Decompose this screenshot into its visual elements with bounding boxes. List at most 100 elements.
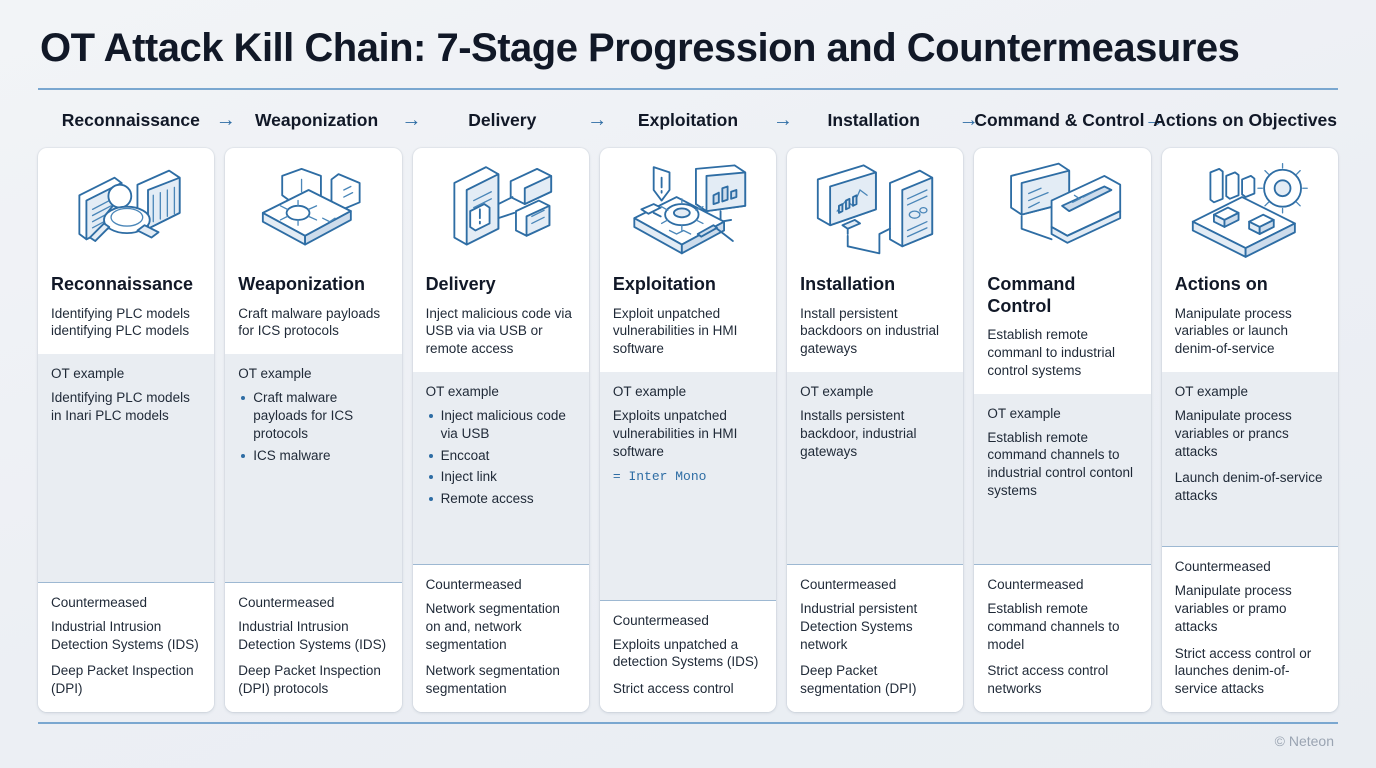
laptop-terminal-remote-icon [974,148,1150,268]
countermeasure-paragraph: Strict access control [612,681,734,697]
title-divider [38,88,1338,90]
card-description: Identifying PLC models identifying PLC m… [51,305,190,339]
factory-gear-process-icon [1162,148,1338,268]
card-description: Install persistent backdoors on industri… [800,305,939,357]
stage-header-5: Installation → [781,109,979,130]
example-bullet-item: Enccoat [428,447,576,465]
magnifier-plc-scan-icon [38,148,214,268]
countermeasure-paragraph: Establish remote command channels to mod… [987,600,1120,652]
countermeasure-paragraph: Strict access control networks [987,663,1109,697]
stage-header-strip: Reconnaissance→Weaponization→Delivery→Ex… [38,90,1338,148]
example-paragraph: Exploits unpatched vulnerabilities in HM… [612,408,738,459]
footer: © Neteon [38,724,1338,758]
stage-header-label: Delivery [468,109,537,130]
countermeasure-label: Countermeased [612,612,709,628]
mono-annotation: = Inter Mono [612,469,707,485]
example-label: OT example [51,366,125,382]
countermeasure-paragraph: Industrial Intrusion Detection Systems (… [51,618,199,652]
stage-header-3: Delivery → [409,109,607,130]
stage-header-label: Reconnaissance [61,109,200,130]
countermeasure-label: Countermeased [800,576,897,592]
stage-header-7: Actions on Objectives→ [1152,110,1338,130]
countermeasure-label: Countermeased [1174,559,1271,575]
stage-header-6: Command & Control→ [967,109,1164,130]
stage-header-label: Installation [827,109,920,130]
stage-card-7[interactable]: Actions on Manipulate process variables o… [1161,148,1338,712]
monitor-server-backdoor-icon [787,148,963,268]
countermeasure-label: Countermeased [425,576,522,592]
stage-header-4: Exploitation→ [595,110,793,130]
card-description: Manipulate process variables or launch d… [1174,305,1292,357]
countermeasure-paragraph: Deep Packet segmentation (DPI) [800,663,917,697]
example-bullet-item: Remote access [428,490,576,508]
countermeasure-label: Countermeased [238,594,335,610]
card-description: Craft malware payloads for ICS protocols [238,305,381,339]
countermeasure-paragraph: Deep Packet Inspection (DPI) [51,663,194,697]
stage-header-label: Command & Control [974,109,1145,130]
stage-header-2: Weaponization → [224,109,421,130]
example-paragraph: Manipulate process variables or prancs a… [1174,408,1292,459]
countermeasure-paragraph: Deep Packet Inspection (DPI) protocols [238,663,381,697]
example-bullet-item: ICS malware [240,447,388,465]
countermeasure-paragraph: Network segmentation segmentation [425,663,560,697]
card-title: Actions on [1174,274,1268,294]
example-label: OT example [987,405,1061,421]
countermeasure-label: Countermeased [51,594,148,610]
countermeasure-paragraph: Manipulate process variables or pramo at… [1174,583,1292,634]
example-paragraph: Installs persistent backdoor, industrial… [800,408,917,459]
malware-shield-bug-icon [225,148,401,268]
usb-drive-warning-icon [413,148,589,268]
stage-header-1: Reconnaissance → [38,109,236,130]
card-title: Delivery [425,274,496,294]
example-paragraph: Establish remote command channels to ind… [987,429,1134,499]
footer-divider [38,722,1338,724]
example-label: OT example [1174,384,1248,400]
stage-header-label: Weaponization [254,109,379,130]
arrow-right-icon: → [215,109,236,131]
countermeasure-paragraph: Strict access control or launches denim-… [1174,645,1312,697]
arrow-right-icon: → [401,109,422,131]
arrow-right-icon: → [772,109,793,131]
arrow-right-icon: → [587,109,608,131]
example-bullet-item: Craft malware payloads for ICS protocols [240,389,388,442]
example-paragraph: Identifying PLC models in Inari PLC mode… [51,390,190,424]
example-bullet-item: Inject link [428,468,576,486]
example-bullet-list: Craft malware payloads for ICS protocols… [240,389,388,464]
example-label: OT example [238,366,312,382]
stage-header-label: Actions on Objectives [1153,109,1338,130]
countermeasure-paragraph: Exploits unpatched a detection Systems (… [612,636,759,670]
card-title: Weaponization [238,274,365,294]
card-title: Exploitation [612,274,716,294]
countermeasure-paragraph: Industrial Intrusion Detection Systems (… [238,618,387,652]
card-title: Installation [800,274,896,294]
example-label: OT example [612,384,687,400]
countermeasure-paragraph: Network segmentation on and, network seg… [425,600,560,652]
arrow-right-icon: → [958,109,979,131]
